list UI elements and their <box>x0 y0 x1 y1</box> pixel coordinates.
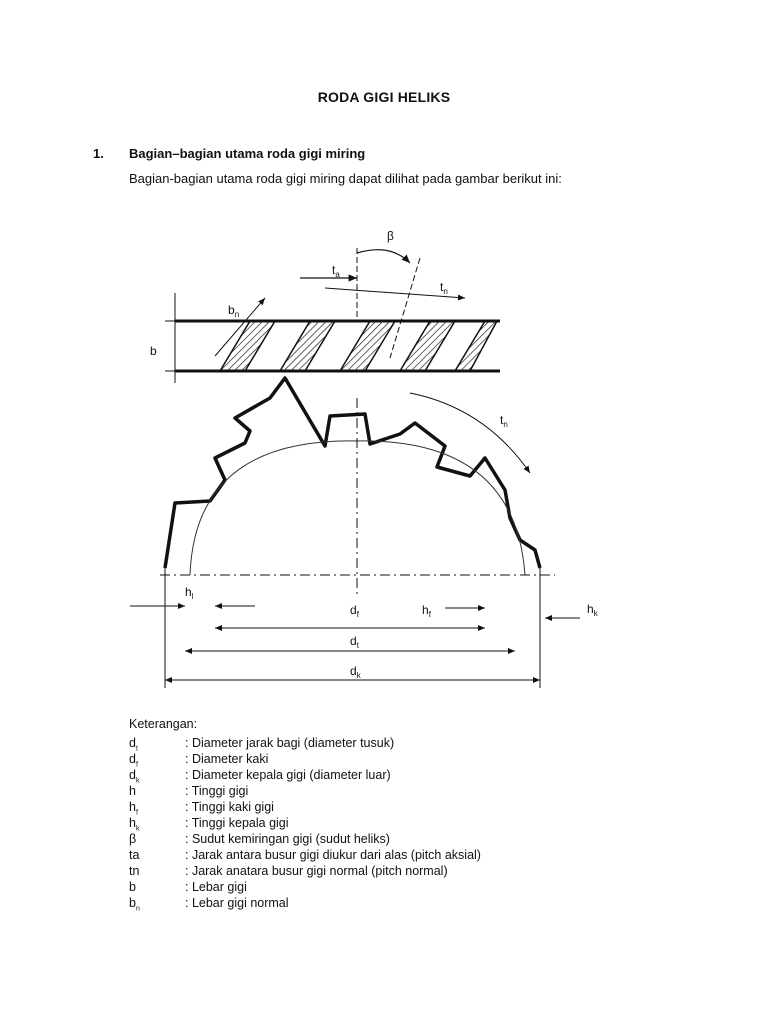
label-hf: hf <box>422 603 432 619</box>
legend-description: : Sudut kemiringan gigi (sudut heliks) <box>185 832 390 846</box>
section-intro: Bagian-bagian utama roda gigi miring dap… <box>129 171 562 186</box>
section-number: 1. <box>93 146 104 161</box>
legend-description: : Tinggi kaki gigi <box>185 800 274 814</box>
legend-symbol: hk <box>129 816 140 833</box>
label-dt: dt <box>350 634 360 650</box>
helical-gear-figure: β ta tn bn b tn hl df hf hk dt dk <box>125 218 615 698</box>
label-ta: ta <box>332 263 340 279</box>
legend-symbol: bn <box>129 896 140 913</box>
legend-symbol: ta <box>129 848 140 862</box>
legend-symbol: df <box>129 752 138 769</box>
label-dk: dk <box>350 664 362 680</box>
legend-symbol: b <box>129 880 136 894</box>
legend-symbol: dt <box>129 736 138 753</box>
legend-symbol: hf <box>129 800 138 817</box>
legend-description: : Jarak antara busur gigi diukur dari al… <box>185 848 481 862</box>
legend-description: : Tinggi kepala gigi <box>185 816 289 830</box>
legend-symbol: β <box>129 832 137 846</box>
label-tn-top: tn <box>440 280 448 296</box>
label-tn-right: tn <box>500 413 508 429</box>
legend-symbol: dk <box>129 768 140 785</box>
rack-view <box>165 248 500 383</box>
figure-labels: β ta tn bn b tn hl df hf hk dt dk <box>150 229 599 680</box>
document-title: RODA GIGI HELIKS <box>317 89 451 105</box>
legend-symbol: tn <box>129 864 140 878</box>
legend-description: : Lebar gigi normal <box>185 896 289 910</box>
legend-description: : Lebar gigi <box>185 880 247 894</box>
legend-heading: Keterangan: <box>129 717 198 731</box>
gear-diagram: β ta tn bn b tn hl df hf hk dt dk <box>130 229 599 688</box>
legend-description: : Tinggi gigi <box>185 784 249 798</box>
legend-symbol: h <box>129 784 136 798</box>
legend-description: : Jarak anatara busur gigi normal (pitch… <box>185 864 448 878</box>
label-b: b <box>150 344 157 358</box>
label-df: df <box>350 603 360 619</box>
legend-description: : Diameter kaki <box>185 752 269 766</box>
label-hl: hl <box>185 585 194 601</box>
label-hk: hk <box>587 602 599 618</box>
legend-description: : Diameter kepala gigi (diameter luar) <box>185 768 391 782</box>
dimension-lines <box>130 568 580 688</box>
section-title: Bagian–bagian utama roda gigi miring <box>129 146 366 161</box>
label-bn: bn <box>228 303 239 319</box>
legend-description: : Diameter jarak bagi (diameter tusuk) <box>185 736 395 750</box>
label-beta: β <box>387 229 394 243</box>
gear-profile <box>160 376 555 598</box>
